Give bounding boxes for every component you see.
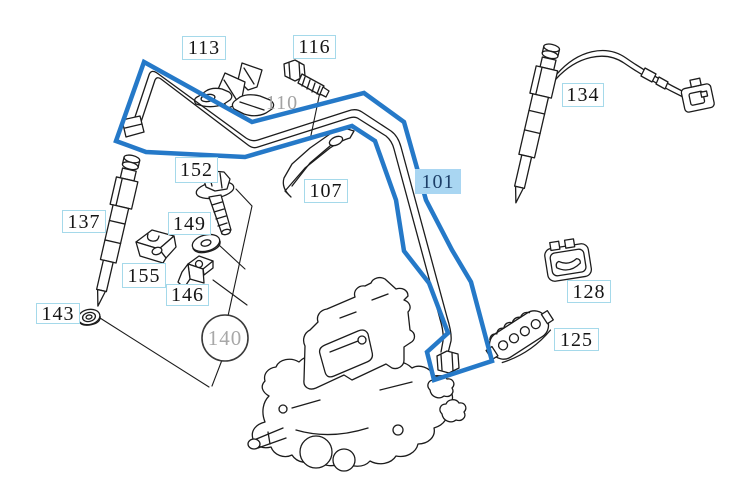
callout-140: 140 — [207, 325, 243, 350]
callout-116[interactable]: 116 — [293, 35, 336, 59]
injector-134-drawing — [513, 43, 715, 204]
clamp-125-drawing — [485, 310, 554, 364]
callout-113[interactable]: 113 — [182, 36, 226, 60]
callout-143[interactable]: 143 — [36, 303, 80, 324]
valve-116-drawing — [283, 59, 330, 98]
callout-149[interactable]: 149 — [168, 212, 211, 235]
seal-ring-143-drawing — [77, 308, 101, 326]
line-clamp-113-drawing — [193, 62, 275, 117]
washer-149-drawing — [191, 233, 221, 254]
clamp-155-drawing — [135, 229, 177, 264]
callout-101-selected[interactable]: 101 — [415, 169, 461, 194]
callout-128[interactable]: 128 — [567, 280, 611, 303]
callout-152[interactable]: 152 — [175, 157, 218, 183]
pump-ref-circle — [201, 314, 249, 362]
injector-137-drawing — [95, 154, 141, 307]
injection-pump-drawing — [247, 276, 467, 472]
callout-137[interactable]: 137 — [62, 210, 106, 233]
fuel-line-drawing — [121, 70, 460, 374]
leader-lines — [99, 91, 321, 388]
callout-107[interactable]: 107 — [304, 179, 348, 203]
callout-134[interactable]: 134 — [562, 83, 604, 107]
highlighted-fuel-line-outline[interactable] — [113, 58, 495, 383]
clamp-146-drawing — [177, 255, 214, 289]
clamp-128-drawing — [544, 238, 593, 282]
callout-125[interactable]: 125 — [554, 328, 599, 351]
callout-155[interactable]: 155 — [122, 263, 166, 288]
callout-110: 110 — [265, 92, 299, 114]
holder-107-drawing — [282, 127, 355, 198]
callout-146[interactable]: 146 — [166, 284, 209, 306]
